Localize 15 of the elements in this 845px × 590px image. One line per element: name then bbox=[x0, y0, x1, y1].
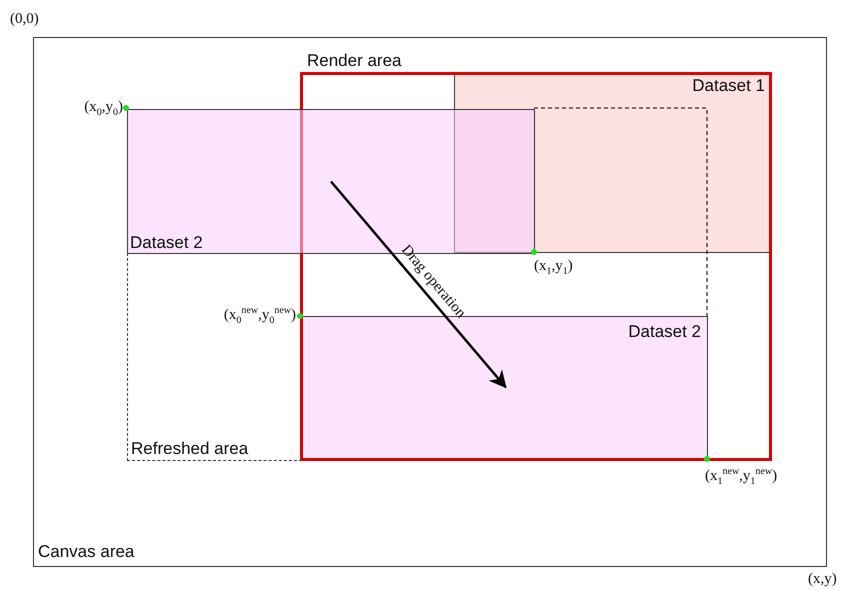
dataset-box bbox=[454, 75, 769, 253]
area-label: Refreshed area bbox=[131, 440, 248, 457]
coordinate-label: (x$_{1}$$^{new}$,y$_{1}$$^{new}$) bbox=[705, 467, 778, 487]
coordinate-label: (x,y) bbox=[808, 572, 837, 587]
canvas-area bbox=[33, 37, 827, 567]
area-label: Dataset 2 bbox=[130, 234, 203, 251]
area-label: Canvas area bbox=[38, 543, 134, 560]
coordinate-label: (x$_{1}$,y$_{1}$) bbox=[534, 259, 573, 277]
area-heading: Render area bbox=[307, 52, 402, 69]
area-label: Dataset 2 bbox=[628, 323, 701, 340]
arrow bbox=[330, 180, 507, 388]
coordinate-label: (x$_{0}$$^{new}$,y$_{0}$$^{new}$) bbox=[224, 306, 296, 326]
coordinate-label: (0,0) bbox=[10, 12, 39, 27]
area-label: Dataset 1 bbox=[692, 77, 765, 94]
coordinate-label: (x$_{0}$,y$_{0}$) bbox=[84, 100, 123, 118]
